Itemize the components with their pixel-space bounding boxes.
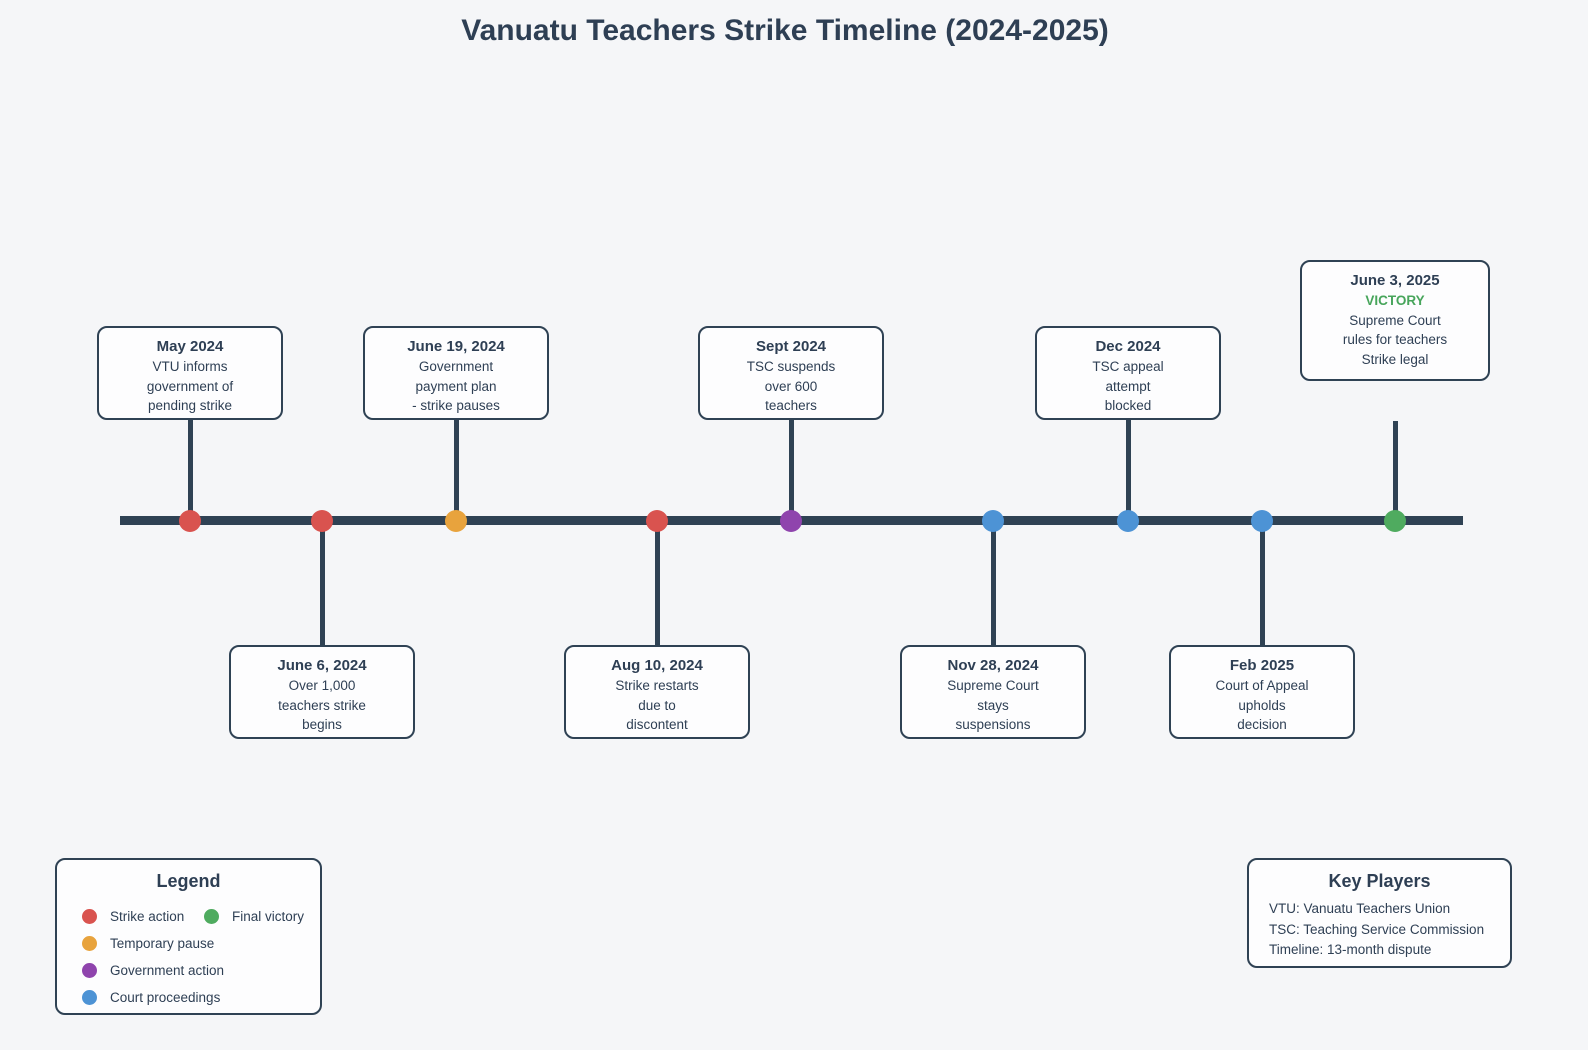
key-players-lines: VTU: Vanuatu Teachers Union TSC: Teachin… (1269, 899, 1510, 961)
legend-label: Court proceedings (110, 990, 221, 1005)
legend-item: Temporary pause (82, 930, 320, 957)
event-text: teachers (765, 398, 817, 413)
event-connector (320, 521, 325, 647)
legend-label: Temporary pause (110, 936, 215, 951)
event-text: suspensions (955, 717, 1031, 732)
event-date: Sept 2024 (755, 338, 827, 355)
event-dot (1384, 510, 1406, 532)
event-text: - strike pauses (412, 398, 500, 413)
event-date: June 19, 2024 (407, 338, 505, 355)
event-text: Strike legal (1361, 351, 1429, 367)
government-action-dot-icon (82, 963, 97, 978)
legend-title: Legend (156, 871, 221, 891)
temporary-pause-dot-icon (82, 936, 97, 951)
event-dot (311, 510, 333, 532)
legend-panel: Legend Strike action Final victory Tempo… (55, 858, 322, 1015)
event-text: Government (418, 359, 494, 374)
event-text: Over 1,000 (288, 678, 356, 693)
legend-items: Strike action Final victory Temporary pa… (82, 903, 320, 1011)
event-date: June 3, 2025 (1350, 272, 1440, 289)
event-date: Aug 10, 2024 (611, 657, 703, 674)
page-title: Vanuatu Teachers Strike Timeline (2024-2… (461, 14, 1109, 47)
event-card: Sept 2024 TSC suspends over 600 teachers (698, 326, 884, 420)
event-text: over 600 (764, 378, 818, 394)
event-card: June 3, 2025 VICTORY Supreme Court rules… (1300, 260, 1490, 381)
event-connector (1126, 420, 1131, 522)
legend-item: Government action (82, 957, 320, 984)
event-dot (1117, 510, 1139, 532)
event-card: Nov 28, 2024 Supreme Court stays suspens… (900, 645, 1086, 739)
event-connector (991, 521, 996, 647)
key-player-line: TSC: Teaching Service Commission (1269, 921, 1485, 937)
legend-label: Strike action (110, 909, 185, 924)
key-player-line: Timeline: 13-month dispute (1269, 942, 1432, 957)
event-card: Dec 2024 TSC appeal attempt blocked (1035, 326, 1221, 420)
event-text: payment plan (415, 378, 497, 394)
key-player-line: VTU: Vanuatu Teachers Union (1269, 901, 1451, 916)
event-dot (179, 510, 201, 532)
event-text: teachers strike (278, 697, 366, 713)
event-date: May 2024 (156, 338, 224, 355)
event-text: TSC suspends (746, 359, 836, 374)
final-victory-dot-icon (204, 909, 219, 924)
event-connector (454, 420, 459, 522)
legend-item: Strike action (82, 903, 320, 930)
event-text: pending strike (147, 398, 233, 413)
legend-item: Final victory (204, 903, 304, 930)
event-text: rules for teachers (1342, 332, 1448, 347)
event-text: TSC appeal (1092, 359, 1164, 374)
event-dot (982, 510, 1004, 532)
event-connector (655, 521, 660, 647)
event-text: VTU informs (152, 359, 228, 374)
event-text: stays (977, 697, 1009, 713)
event-text: attempt (1105, 378, 1151, 394)
key-players-panel: Key Players VTU: Vanuatu Teachers Union … (1247, 858, 1512, 968)
legend-label: Final victory (232, 909, 305, 924)
event-card: June 19, 2024 Government payment plan - … (363, 326, 549, 420)
event-text: discontent (626, 717, 688, 732)
event-connector (789, 420, 794, 522)
event-dot (780, 510, 802, 532)
event-text: Supreme Court (947, 678, 1039, 693)
key-players-title: Key Players (1328, 871, 1431, 891)
event-card: Aug 10, 2024 Strike restarts due to disc… (564, 645, 750, 739)
event-dot (1251, 510, 1273, 532)
event-text: Strike restarts (615, 678, 699, 693)
event-connector (1393, 421, 1398, 522)
event-text: Court of Appeal (1215, 678, 1309, 693)
event-card: June 6, 2024 Over 1,000 teachers strike … (229, 645, 415, 739)
event-connector (188, 420, 193, 522)
event-dot (445, 510, 467, 532)
event-date: Dec 2024 (1095, 338, 1161, 355)
event-connector (1260, 521, 1265, 647)
event-text: due to (638, 697, 676, 713)
event-text: Supreme Court (1349, 312, 1441, 328)
event-text: blocked (1104, 398, 1152, 413)
event-card: Feb 2025 Court of Appeal upholds decisio… (1169, 645, 1355, 739)
victory-badge: VICTORY (1365, 293, 1425, 308)
event-text: begins (302, 717, 342, 732)
event-dot (646, 510, 668, 532)
event-card: May 2024 VTU informs government of pendi… (97, 326, 283, 420)
strike-action-dot-icon (82, 909, 97, 924)
event-text: upholds (1238, 697, 1286, 713)
event-date: June 6, 2024 (277, 657, 367, 674)
legend-item: Court proceedings (82, 984, 320, 1011)
legend-label: Government action (110, 963, 225, 978)
event-text: decision (1237, 717, 1287, 732)
event-date: Nov 28, 2024 (947, 657, 1039, 674)
event-date: Feb 2025 (1229, 657, 1295, 674)
event-text: government of (146, 378, 234, 394)
court-proceedings-dot-icon (82, 990, 97, 1005)
